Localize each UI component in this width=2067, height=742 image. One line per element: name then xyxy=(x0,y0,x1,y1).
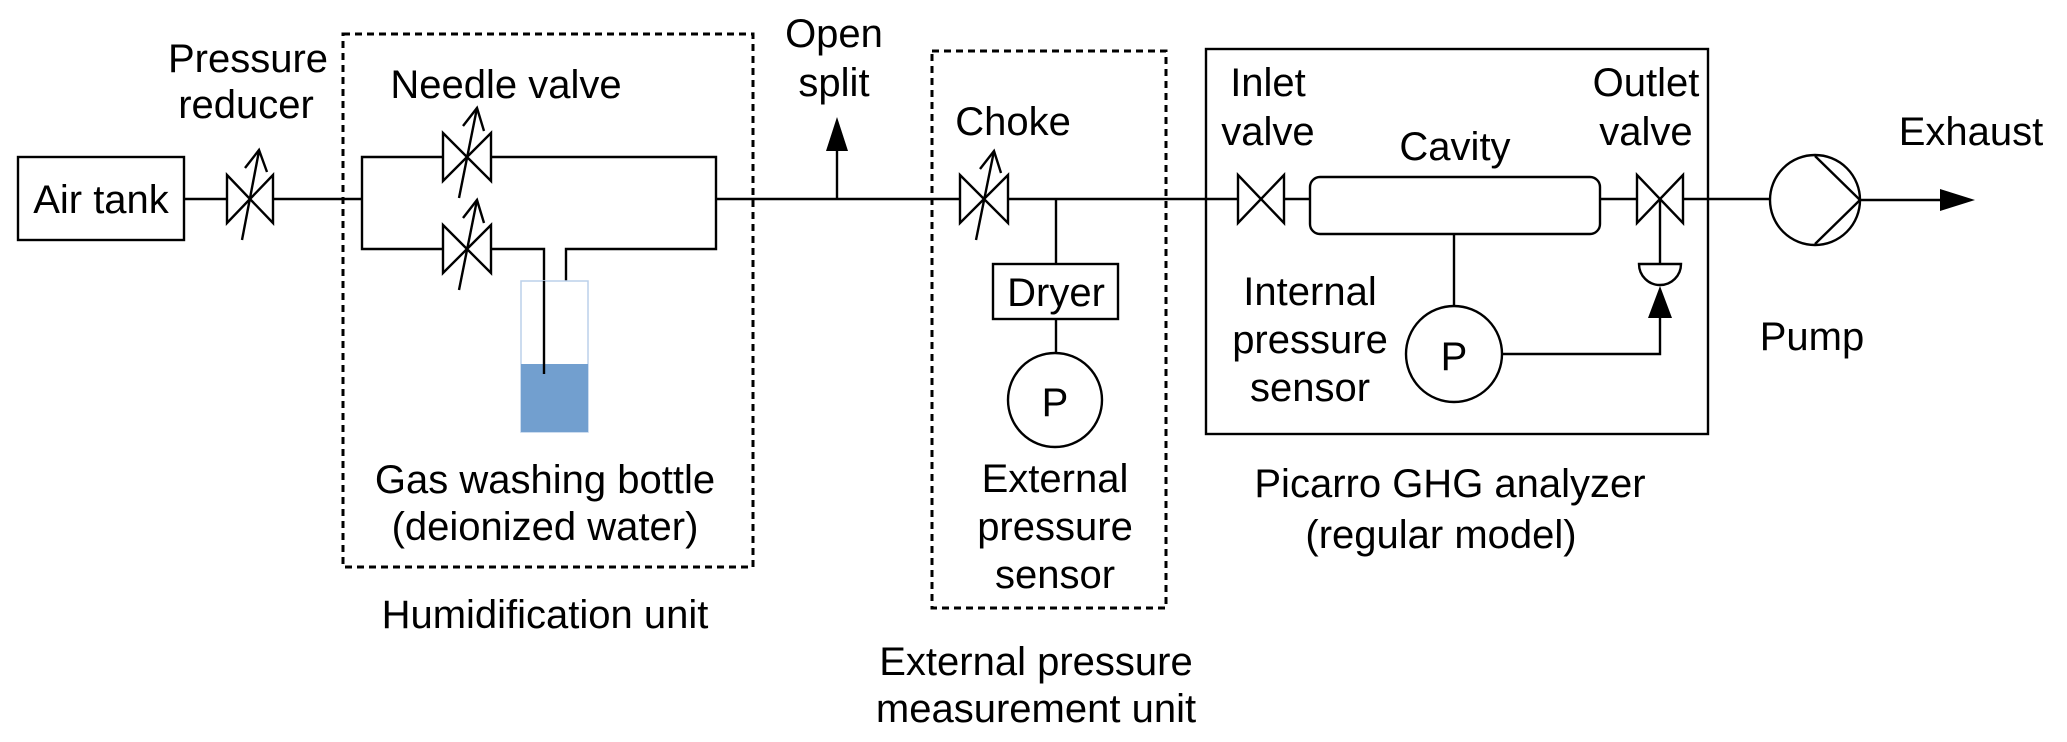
air-tank: Air tank xyxy=(16,155,186,242)
needle-valve-lower-icon xyxy=(441,197,493,291)
exhaust-arrow-icon xyxy=(1940,189,1975,211)
internal-sensor-symbol: P xyxy=(1441,335,1468,379)
outlet-valve-label-1: Outlet xyxy=(1593,61,1700,105)
external-unit-label-1: External pressure xyxy=(879,640,1192,684)
inlet-valve-label-1: Inlet xyxy=(1230,61,1306,105)
outlet-valve-label-2: valve xyxy=(1599,110,1692,154)
external-unit-label-2: measurement unit xyxy=(876,687,1196,731)
open-split-label-1: Open xyxy=(785,12,883,56)
outlet-valve-icon xyxy=(1635,172,1685,287)
gas-washing-bottle-label-1: Gas washing bottle xyxy=(375,458,715,502)
humidification-unit-box xyxy=(341,32,755,569)
external-pressure-sensor-icon xyxy=(1006,351,1104,449)
dryer-box xyxy=(991,262,1120,321)
choke-valve-icon xyxy=(958,148,1010,241)
pump-label: Pump xyxy=(1760,315,1865,359)
cavity-box xyxy=(1308,175,1602,236)
internal-pressure-sensor-label-1: Internal xyxy=(1243,270,1376,314)
gas-washing-bottle-label-2: (deionized water) xyxy=(392,505,699,549)
internal-pressure-sensor-label-3: sensor xyxy=(1250,366,1370,410)
open-split-label-2: split xyxy=(798,61,869,105)
air-tank-box xyxy=(16,155,186,242)
gas-washing-bottle xyxy=(520,280,589,433)
humidification-unit-label: Humidification unit xyxy=(382,593,709,637)
choke-label: Choke xyxy=(955,100,1071,144)
bottle-water xyxy=(521,364,588,432)
control-signal-line xyxy=(1502,318,1662,356)
control-signal-arrow-icon xyxy=(1648,286,1672,318)
exhaust-label: Exhaust xyxy=(1899,110,2044,154)
picarro-analyzer-box xyxy=(1204,47,1710,436)
picarro-label-2: (regular model) xyxy=(1305,513,1576,557)
external-pressure-sensor-label-1: External xyxy=(982,457,1129,501)
inlet-valve-icon xyxy=(1236,172,1286,226)
pressure-reducer-label-2: reducer xyxy=(178,83,314,127)
cavity-label: Cavity xyxy=(1399,125,1510,169)
external-pressure-sensor-label-3: sensor xyxy=(995,553,1115,597)
open-split-arrow-icon xyxy=(826,117,848,151)
air-tank-label: Air tank xyxy=(33,178,170,222)
pressure-reducer-valve-icon xyxy=(225,147,275,241)
internal-pressure-sensor-label-2: pressure xyxy=(1232,318,1388,362)
external-pressure-sensor-label-2: pressure xyxy=(977,505,1133,549)
picarro-label-1: Picarro GHG analyzer xyxy=(1254,462,1645,506)
pressure-reducer-label-1: Pressure xyxy=(168,37,328,81)
needle-valve-label: Needle valve xyxy=(390,63,621,107)
needle-valve-upper-icon xyxy=(441,105,493,199)
pipe-lower-branch-in xyxy=(360,199,443,251)
inlet-valve-label-2: valve xyxy=(1221,110,1314,154)
pipe-upper-branch-in xyxy=(360,155,443,199)
outlet-valve-actuator-icon xyxy=(1637,262,1683,287)
external-sensor-symbol: P xyxy=(1042,381,1069,425)
pump-icon xyxy=(1768,153,1862,247)
dryer-label: Dryer xyxy=(1007,271,1105,315)
pipe-upper-branch-out xyxy=(491,155,718,292)
